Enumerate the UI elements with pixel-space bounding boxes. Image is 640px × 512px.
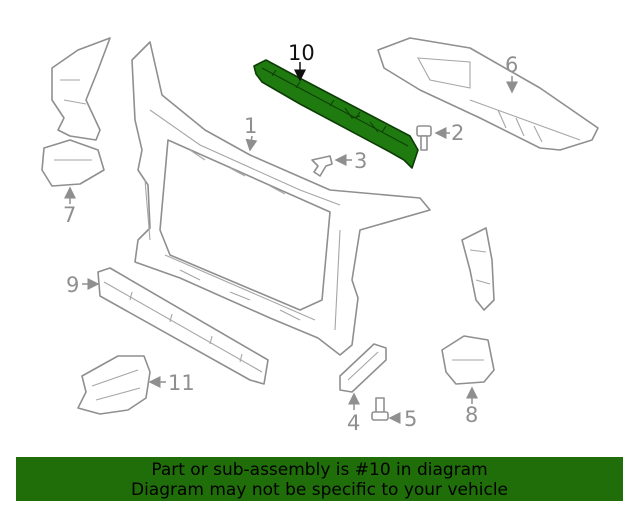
parts-diagram: 1 2 3 4 5 6 7 8 9 10 11 [41, 37, 599, 435]
part-11-lower-air-guide[interactable] [77, 355, 151, 415]
part-7-left-air-guide[interactable] [41, 37, 111, 187]
part-3-clip[interactable] [311, 155, 333, 177]
part-2-bolt[interactable] [416, 125, 432, 151]
part-6-upper-cover[interactable] [377, 37, 599, 151]
callout-11: 11 [168, 371, 195, 395]
callout-labels: 1 2 3 4 5 6 7 8 9 10 11 [63, 41, 518, 435]
part-10-highlighted-bracket[interactable] [253, 59, 419, 169]
callout-9: 9 [66, 273, 79, 297]
part-radiator-support[interactable] [131, 41, 431, 356]
part-4-bracket[interactable] [339, 343, 387, 393]
callout-3: 3 [354, 149, 367, 173]
callout-8: 8 [465, 403, 478, 427]
banner-line-1: Part or sub-assembly is #10 in diagram [151, 460, 488, 480]
callout-10: 10 [288, 41, 315, 65]
callout-6: 6 [505, 53, 518, 77]
part-8-right-air-guide[interactable] [441, 227, 495, 385]
info-banner: Part or sub-assembly is #10 in diagram D… [16, 457, 623, 501]
part-9-lower-deflector[interactable] [97, 267, 269, 385]
callout-7: 7 [63, 203, 76, 227]
leader-lines [64, 62, 518, 424]
banner-line-2: Diagram may not be specific to your vehi… [130, 480, 508, 500]
callout-4: 4 [347, 411, 360, 435]
callout-2: 2 [451, 121, 464, 145]
callout-1: 1 [244, 114, 257, 138]
part-5-bolt[interactable] [371, 397, 389, 421]
callout-5: 5 [404, 407, 417, 431]
